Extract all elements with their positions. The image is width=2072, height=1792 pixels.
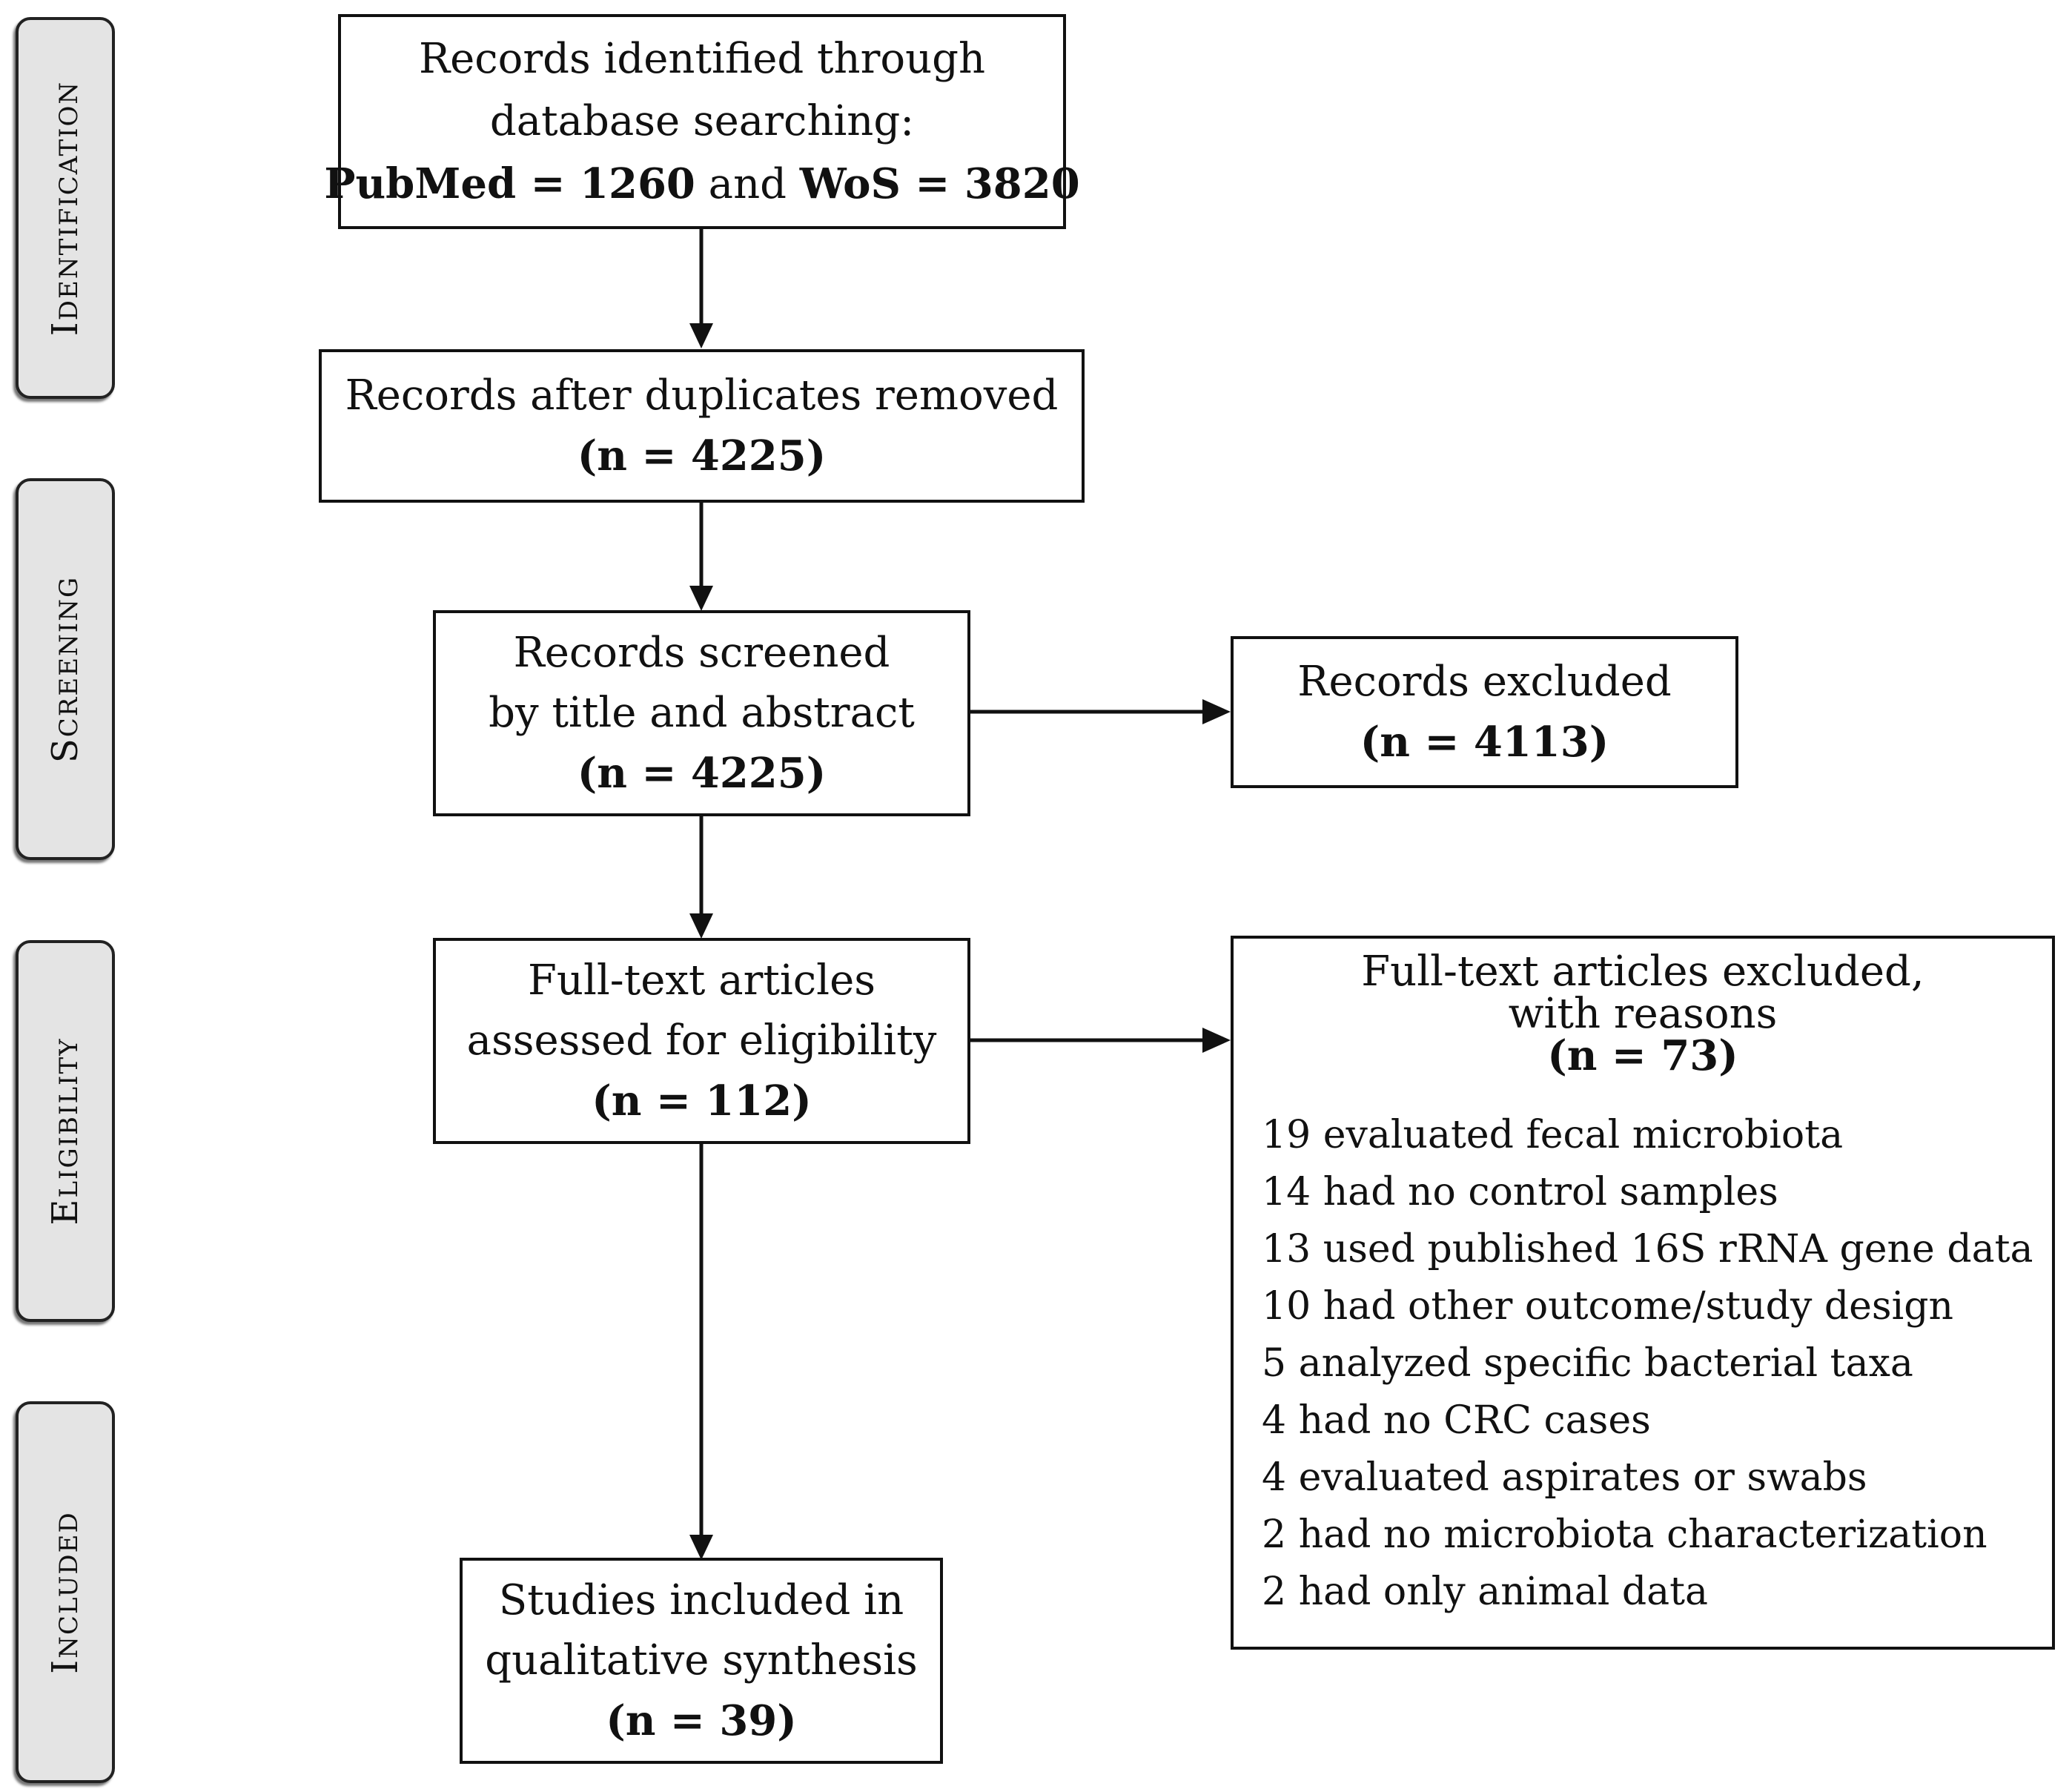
- fulltext-assessed-box: Full-text articles assessed for eligibil…: [433, 938, 970, 1144]
- db-joiner: and: [695, 159, 800, 208]
- included-line1: Studies included in: [498, 1576, 904, 1625]
- fulltext-assessed-count: (n = 112): [592, 1076, 812, 1125]
- fulltext-assessed-line1: Full-text articles: [528, 956, 876, 1005]
- exclusion-reason: 13 used published 16S rRNA gene data: [1262, 1227, 2033, 1272]
- identified-line1: Records identified through: [418, 34, 986, 83]
- arrowhead-duplicates-to-screened: [689, 586, 713, 611]
- records-after-duplicates-box: Records after duplicates removed (n = 42…: [319, 349, 1085, 503]
- after-duplicates-count: (n = 4225): [577, 431, 827, 480]
- identified-db-line: PubMed = 1260 and WoS = 3820: [324, 153, 1079, 216]
- exclusion-reason: 2 had no microbiota characterization: [1262, 1512, 1987, 1558]
- records-excluded-count: (n = 4113): [1360, 717, 1609, 767]
- screened-line2: by title and abstract: [489, 689, 915, 738]
- records-excluded-box: Records excluded (n = 4113): [1231, 636, 1738, 788]
- arrowhead-screened-to-excluded: [1202, 699, 1231, 724]
- exclusion-reason: 5 analyzed specific bacterial taxa: [1262, 1341, 1913, 1386]
- exclusion-reason: 19 evaluated fecal microbiota: [1262, 1113, 1844, 1158]
- exclusion-reasons-list: 19 evaluated fecal microbiota 14 had no …: [1234, 1107, 2052, 1621]
- stage-eligibility: Eligibility: [16, 940, 115, 1322]
- after-duplicates-label: Records after duplicates removed: [345, 371, 1059, 420]
- records-screened-box: Records screened by title and abstract (…: [433, 610, 970, 816]
- arrowhead-fulltext-to-fulltext-excluded: [1202, 1028, 1231, 1053]
- exclusion-reason: 10 had other outcome/study design: [1262, 1284, 1954, 1329]
- fulltext-excluded-line2: with reasons: [1508, 990, 1778, 1039]
- fulltext-assessed-line2: assessed for eligibility: [466, 1016, 937, 1065]
- pubmed-count: PubMed = 1260: [324, 159, 695, 208]
- arrowhead-screened-to-fulltext: [689, 913, 713, 939]
- fulltext-excluded-count: (n = 73): [1547, 1031, 1738, 1081]
- stage-screening: Screening: [16, 478, 115, 860]
- exclusion-reason: 2 had only animal data: [1262, 1570, 1709, 1615]
- exclusion-reason: 4 evaluated aspirates or swabs: [1262, 1455, 1867, 1501]
- fulltext-excluded-box: Full-text articles excluded, with reason…: [1231, 936, 2055, 1650]
- exclusion-reason: 14 had no control samples: [1262, 1170, 1778, 1215]
- included-line2: qualitative synthesis: [485, 1636, 918, 1685]
- screened-line1: Records screened: [513, 629, 890, 678]
- included-count: (n = 39): [606, 1696, 797, 1745]
- arrowhead-fulltext-to-included: [689, 1535, 713, 1560]
- exclusion-reason: 4 had no CRC cases: [1262, 1398, 1651, 1444]
- arrowhead-identified-to-duplicates: [689, 323, 713, 348]
- screened-count: (n = 4225): [577, 748, 827, 798]
- wos-count: WoS = 3820: [799, 159, 1080, 208]
- records-excluded-label: Records excluded: [1297, 658, 1672, 707]
- records-identified-box: Records identified through database sear…: [324, 14, 1080, 229]
- stage-identification: Identification: [16, 17, 115, 399]
- stage-included: Included: [16, 1401, 115, 1783]
- studies-included-box: Studies included in qualitative synthesi…: [460, 1558, 943, 1764]
- identified-line2: database searching:: [489, 96, 915, 145]
- fulltext-excluded-line1: Full-text articles excluded,: [1361, 948, 1924, 996]
